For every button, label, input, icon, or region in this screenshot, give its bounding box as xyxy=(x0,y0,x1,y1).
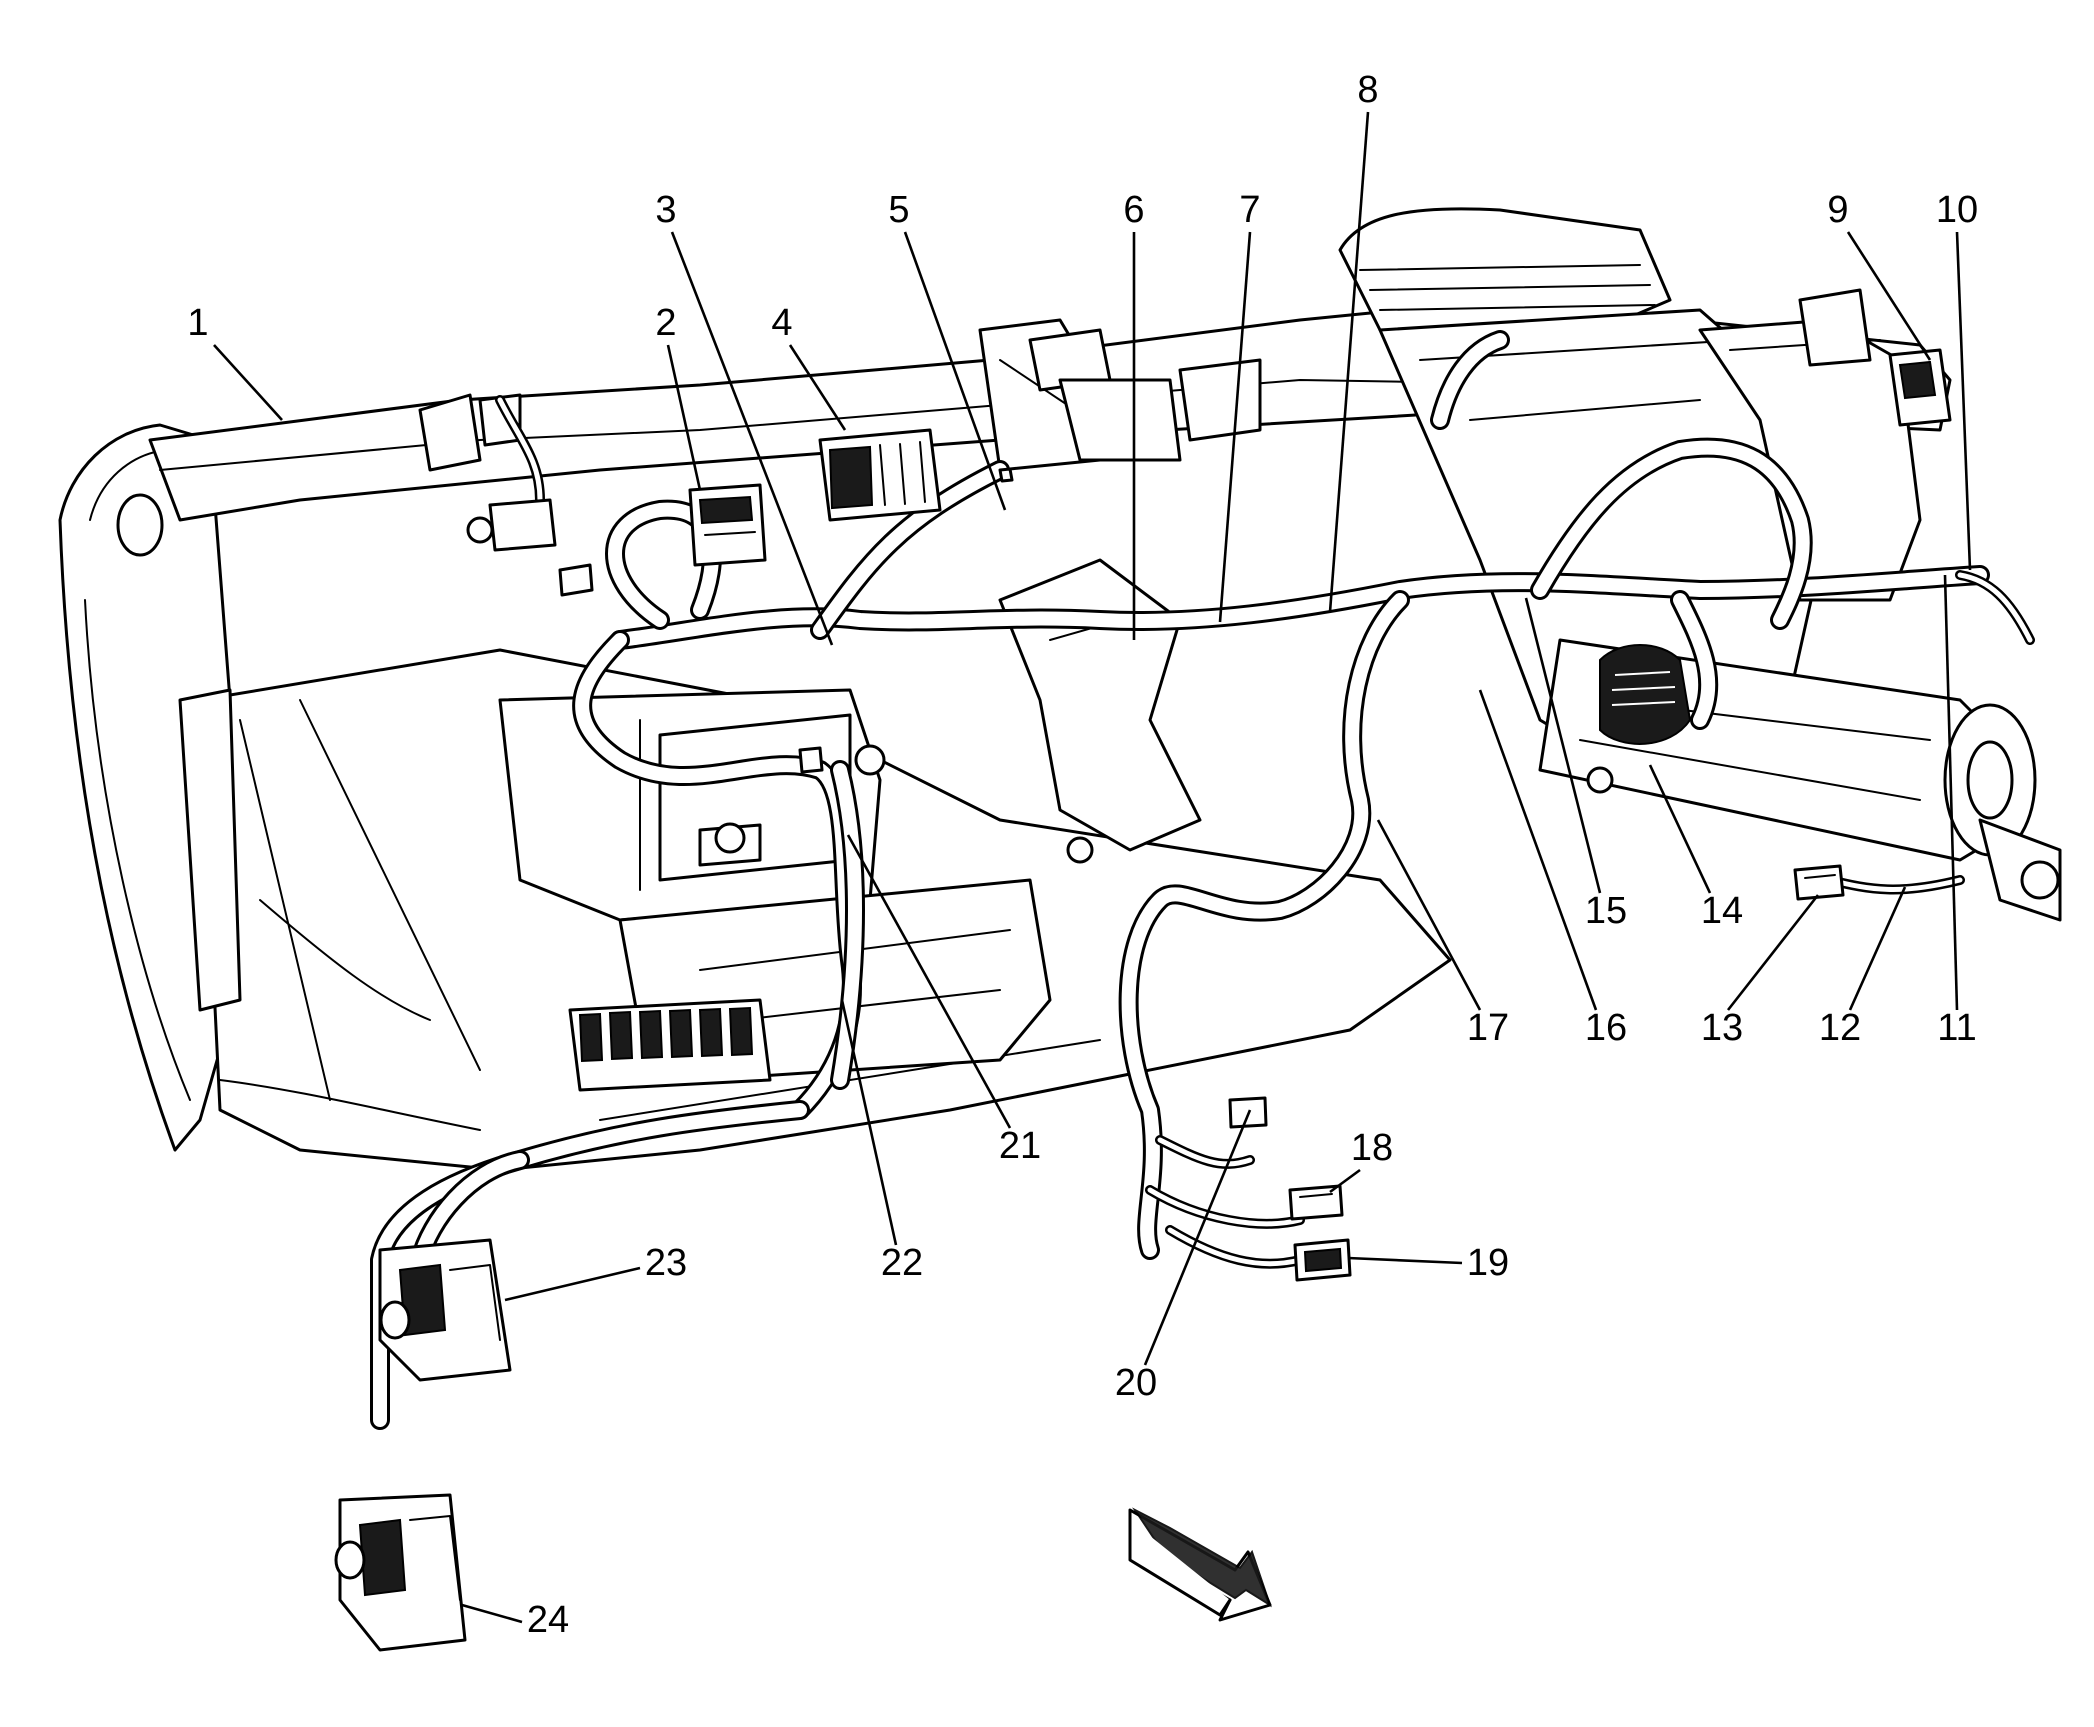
callout-label-12: 12 xyxy=(1819,1007,1861,1049)
callout-leader-3 xyxy=(670,231,834,646)
connectors xyxy=(334,348,1952,1652)
callout-leader-18 xyxy=(1329,1168,1361,1194)
callout-leader-13 xyxy=(1726,894,1820,1011)
callout-label-9: 9 xyxy=(1827,189,1848,231)
callout-label-6: 6 xyxy=(1123,189,1144,231)
callout-label-15: 15 xyxy=(1585,890,1627,932)
callout-leader-24 xyxy=(461,1603,523,1624)
callout-leader-21 xyxy=(846,834,1012,1129)
wire-leads xyxy=(495,395,2035,1269)
callout-leader-15 xyxy=(1524,597,1602,894)
callout-leader-12 xyxy=(1848,886,1907,1011)
callout-label-8: 8 xyxy=(1357,69,1378,111)
callout-leader-9 xyxy=(1846,231,1932,361)
callout-label-7: 7 xyxy=(1239,189,1260,231)
callout-label-13: 13 xyxy=(1701,1007,1743,1049)
instrument-panel-carrier xyxy=(58,207,2062,1172)
callout-label-20: 20 xyxy=(1115,1362,1157,1404)
callout-leader-8 xyxy=(1328,111,1370,613)
callout-label-3: 3 xyxy=(655,189,676,231)
callout-leader-4 xyxy=(788,344,847,431)
callout-leader-11 xyxy=(1943,574,1959,1011)
callout-label-19: 19 xyxy=(1467,1242,1509,1284)
callout-label-24: 24 xyxy=(527,1599,569,1641)
callout-label-16: 16 xyxy=(1585,1007,1627,1049)
callout-label-4: 4 xyxy=(771,302,792,344)
callout-label-1: 1 xyxy=(187,302,208,344)
callout-leader-5 xyxy=(903,231,1007,511)
callout-leader-16 xyxy=(1478,689,1598,1011)
callout-label-17: 17 xyxy=(1467,1007,1509,1049)
callout-leader-10 xyxy=(1955,231,1972,571)
callout-leader-20 xyxy=(1143,1109,1252,1366)
callout-leader-2 xyxy=(666,344,702,491)
callout-leader-17 xyxy=(1376,819,1482,1011)
callout-leader-22 xyxy=(840,999,898,1246)
callout-leader-14 xyxy=(1648,764,1712,894)
callout-label-18: 18 xyxy=(1351,1127,1393,1169)
callout-leader-19 xyxy=(1347,1256,1463,1265)
callout-label-10: 10 xyxy=(1936,189,1978,231)
callout-leader-1 xyxy=(213,344,283,421)
callout-label-22: 22 xyxy=(881,1242,923,1284)
callout-label-23: 23 xyxy=(645,1242,687,1284)
callout-leader-7 xyxy=(1218,231,1252,623)
callout-label-14: 14 xyxy=(1701,890,1743,932)
callout-label-5: 5 xyxy=(888,189,909,231)
callout-leader-23 xyxy=(504,1266,641,1302)
callout-label-2: 2 xyxy=(655,302,676,344)
callout-label-21: 21 xyxy=(999,1125,1041,1167)
callout-label-11: 11 xyxy=(1937,1007,1976,1049)
vehicle-front-arrow-icon xyxy=(1128,1507,1272,1622)
